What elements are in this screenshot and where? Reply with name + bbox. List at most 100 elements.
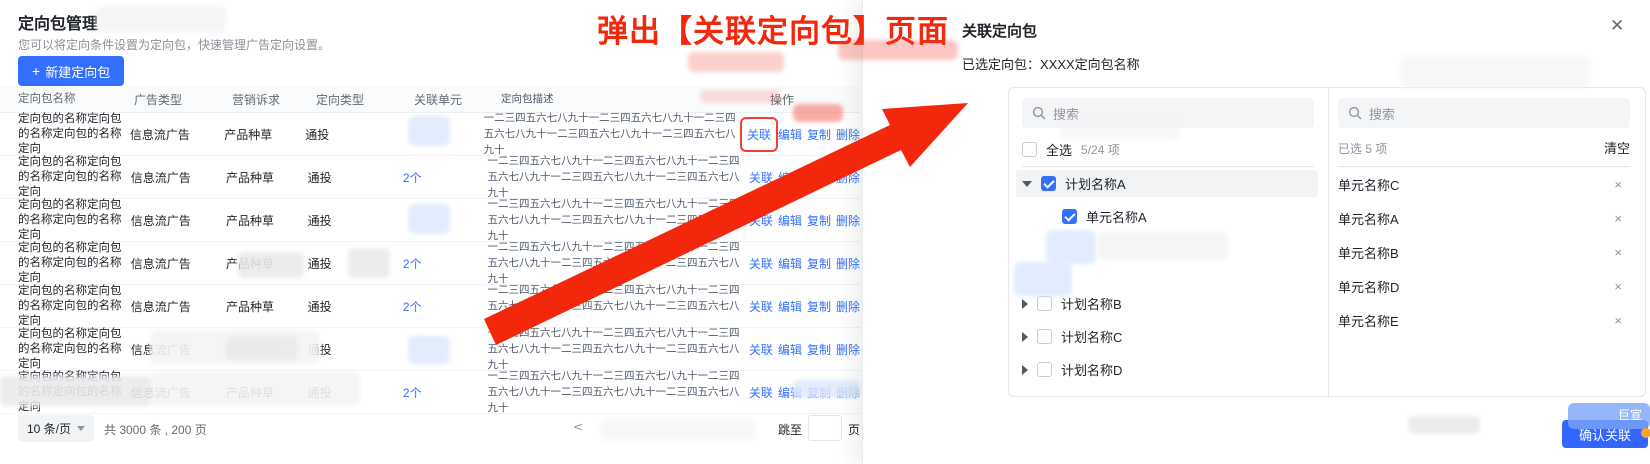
cell-target-type: 通投 [307, 299, 332, 314]
cell-actions: 关联编辑复制删除 [749, 298, 860, 315]
selected-unit-label: 单元名称B [1338, 245, 1399, 261]
cell-marketing-appeal: 产品种草 [226, 342, 275, 357]
caret-down-icon[interactable] [1022, 180, 1032, 187]
search-icon [1032, 106, 1046, 120]
tree-checkbox[interactable] [1037, 329, 1052, 344]
action-link-associate[interactable]: 关联 [748, 170, 773, 185]
remove-icon[interactable]: × [1614, 244, 1622, 260]
caret-right-icon[interactable] [1022, 331, 1028, 342]
caret-right-icon[interactable] [1022, 364, 1028, 375]
cell-marketing-appeal: 产品种草 [226, 385, 275, 400]
tree-item-label: 计划名称D [1061, 363, 1123, 378]
table-row: 定向包的名称定向包的名称定向包的名称定向信息流广告产品种草通投一二三四五六七八九… [0, 198, 860, 242]
cell-description: 一二三四五六七八九十一二三四五六七八九十一二三四五六七八九十一二三四五六七八九十… [483, 112, 736, 156]
unit-search-input[interactable]: 搜索 [1338, 98, 1630, 128]
action-link-edit[interactable]: 编辑 [777, 299, 802, 314]
table-header-row: 定向包名称广告类型营销诉求定向类型关联单元定向包描述操作 [0, 86, 860, 113]
action-link-edit[interactable]: 编辑 [777, 342, 802, 357]
confirm-associate-button[interactable]: 确认关联 [1562, 420, 1648, 448]
select-all-checkbox[interactable] [1022, 141, 1037, 157]
cell-package-name: 定向包的名称定向包的名称定向包的名称定向 [18, 198, 122, 241]
action-link-edit[interactable]: 编辑 [777, 385, 802, 400]
tree-item[interactable]: 计划名称B [1016, 290, 1318, 317]
action-link-associate[interactable]: 关联 [739, 116, 778, 152]
search-icon [1348, 106, 1362, 120]
action-link-edit[interactable]: 编辑 [777, 213, 802, 228]
action-link-copy[interactable]: 复制 [806, 256, 831, 271]
action-link-delete[interactable]: 删除 [835, 256, 860, 271]
page-size-select[interactable]: 10 条/页 [18, 415, 95, 442]
table-body: 定向包的名称定向包的名称定向包的名称定向信息流广告产品种草通投一二三四五六七八九… [0, 112, 860, 414]
action-link-copy[interactable]: 复制 [806, 213, 831, 228]
cell-linked-units[interactable]: 2个 [402, 299, 422, 314]
plan-search-input[interactable]: 搜索 [1022, 98, 1314, 128]
search-placeholder: 搜索 [1369, 106, 1396, 122]
blur-patch [96, 6, 226, 32]
action-link-copy[interactable]: 复制 [806, 127, 831, 142]
action-link-associate[interactable]: 关联 [748, 385, 773, 400]
cell-ad-type: 信息流广告 [130, 385, 191, 400]
cell-linked-units[interactable]: 2个 [402, 256, 422, 271]
tree-checkbox[interactable] [1062, 209, 1077, 224]
selected-unit-label: 单元名称E [1338, 313, 1399, 329]
page-size-value: 10 条/页 [27, 422, 72, 436]
action-link-delete[interactable]: 删除 [835, 213, 860, 228]
action-link-copy[interactable]: 复制 [806, 342, 831, 357]
action-link-edit[interactable]: 编辑 [777, 256, 802, 271]
tree-checkbox[interactable] [1041, 176, 1056, 191]
tree-item[interactable]: 计划名称D [1016, 356, 1318, 383]
cell-marketing-appeal: 产品种草 [226, 256, 275, 271]
cell-actions: 关联编辑复制删除 [749, 255, 860, 272]
cell-linked-units[interactable]: 2个 [402, 385, 422, 400]
selected-unit-item: 单元名称B × [1338, 240, 1630, 264]
close-icon[interactable]: ✕ [1610, 16, 1625, 35]
action-link-delete[interactable]: 删除 [835, 385, 860, 400]
cell-ad-type: 信息流广告 [130, 256, 191, 271]
new-package-button[interactable]: + 新建定向包 [18, 56, 125, 86]
selected-unit-item: 单元名称D× [1338, 274, 1630, 298]
cell-ad-type: 信息流广告 [129, 127, 190, 142]
remove-icon[interactable]: × [1614, 176, 1622, 192]
cell-ad-type: 信息流广告 [130, 170, 191, 185]
table-row: 定向包的名称定向包的名称定向包的名称定向信息流广告产品种草通投一二三四五六七八九… [0, 112, 860, 156]
cell-actions: 关联编辑复制删除 [749, 384, 860, 401]
tree-checkbox[interactable] [1037, 362, 1052, 377]
action-link-associate[interactable]: 关联 [748, 299, 773, 314]
tree-checkbox[interactable] [1037, 296, 1052, 311]
page-suffix-label: 页 [848, 423, 861, 437]
column-header: 营销诉求 [232, 92, 281, 107]
column-header: 广告类型 [134, 92, 183, 107]
action-link-edit[interactable]: 编辑 [777, 127, 802, 142]
action-link-associate[interactable]: 关联 [748, 256, 773, 271]
action-link-copy[interactable]: 复制 [806, 385, 831, 400]
remove-icon[interactable]: × [1614, 278, 1622, 294]
tree-item[interactable]: 单元名称A [1016, 203, 1318, 230]
action-link-associate[interactable]: 关联 [748, 342, 773, 357]
cell-marketing-appeal: 产品种草 [226, 299, 275, 314]
action-link-delete[interactable]: 删除 [835, 299, 860, 314]
caret-right-icon[interactable] [1022, 298, 1028, 309]
cell-ad-type: 信息流广告 [130, 299, 191, 314]
tree-item[interactable]: 计划名称C [1016, 323, 1318, 350]
tree-item-label: 计划名称C [1061, 330, 1123, 345]
prev-page-button[interactable]: < [573, 420, 584, 434]
drawer-title: 关联定向包 [962, 23, 1038, 40]
cell-linked-units[interactable]: 2个 [402, 170, 422, 185]
remove-icon[interactable]: × [1614, 312, 1622, 328]
tree-item[interactable]: 计划名称A [1016, 170, 1318, 197]
cell-target-type: 通投 [307, 170, 332, 185]
remove-icon[interactable]: × [1614, 210, 1622, 226]
transfer-divider [1328, 88, 1329, 396]
clear-all-button[interactable]: 清空 [1604, 141, 1631, 156]
tree-item-label: 计划名称B [1061, 297, 1122, 312]
select-all-label: 全选 [1046, 142, 1073, 158]
jump-to-page-input[interactable] [808, 415, 842, 441]
action-link-copy[interactable]: 复制 [806, 299, 831, 314]
cell-package-name: 定向包的名称定向包的名称定向包的名称定向 [18, 370, 122, 413]
selected-unit-label: 单元名称A [1338, 211, 1399, 227]
chevron-down-icon [77, 426, 86, 431]
action-link-delete[interactable]: 删除 [835, 127, 860, 142]
action-link-delete[interactable]: 删除 [835, 342, 860, 357]
page-title: 定向包管理 [18, 16, 99, 33]
